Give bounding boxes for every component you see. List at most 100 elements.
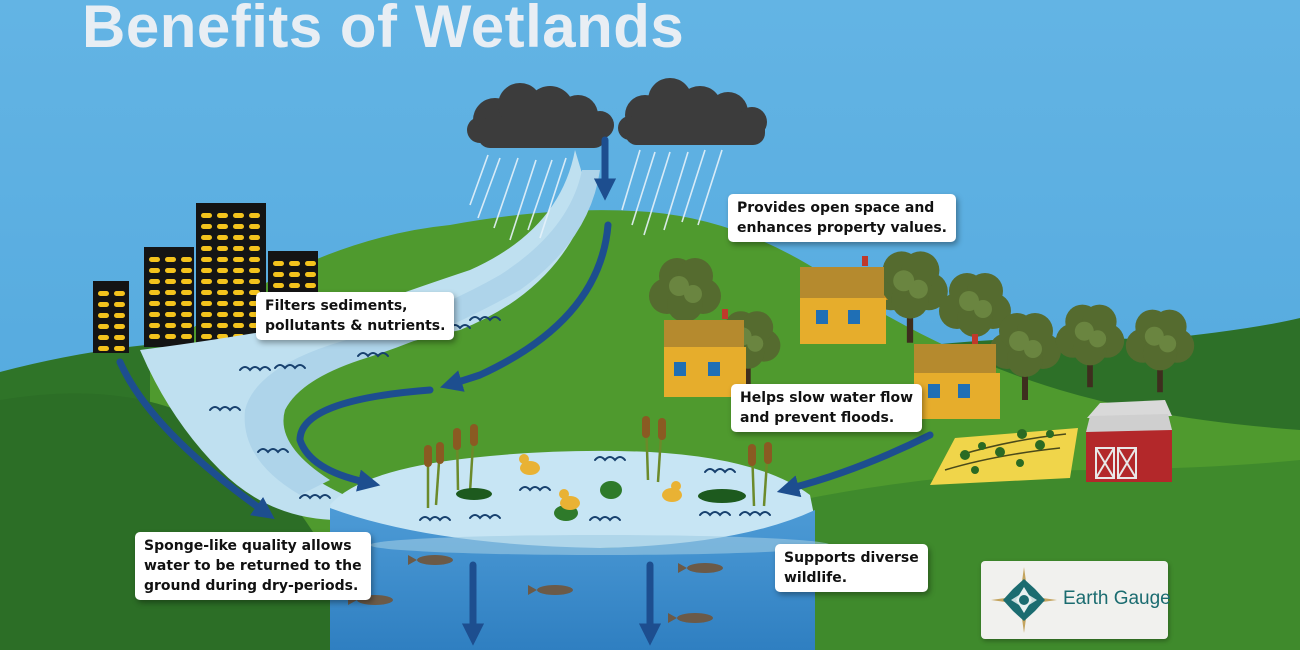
window [233, 224, 244, 229]
trees [649, 251, 1195, 400]
cloud [467, 83, 614, 148]
window [217, 290, 228, 295]
ripple [274, 364, 306, 370]
window [249, 235, 260, 240]
callout-filters: Filters sediments, pollutants & nutrient… [256, 292, 455, 340]
window [98, 302, 109, 307]
cloud [618, 78, 767, 145]
window [181, 279, 192, 284]
window [249, 224, 260, 229]
window [233, 257, 244, 262]
ripple [209, 406, 241, 412]
window [233, 213, 244, 218]
ripple [594, 456, 626, 462]
window [249, 213, 260, 218]
window [249, 257, 260, 262]
fish-shape [678, 563, 723, 573]
window [201, 235, 212, 240]
window [217, 257, 228, 262]
window [181, 257, 192, 262]
window [305, 283, 316, 288]
ripple [299, 494, 331, 500]
window [217, 235, 228, 240]
hill-foreground-right [800, 460, 1300, 650]
tree [1055, 304, 1125, 388]
house [800, 256, 888, 344]
window [289, 261, 300, 266]
window [273, 283, 284, 288]
arrow-river-to-wetland [296, 386, 434, 492]
pond-bank [370, 535, 830, 555]
crop-field [930, 428, 1078, 485]
ducks [519, 454, 682, 510]
earth-gauge-logo: Earth Gauge [981, 561, 1171, 639]
ripple [739, 511, 771, 517]
duck [519, 454, 540, 475]
rain-clouds [467, 78, 767, 241]
window [114, 291, 125, 296]
window [149, 312, 160, 317]
callout-wildlife: Supports diverse wildlife. [775, 544, 928, 592]
water-ripples [209, 316, 771, 522]
house [664, 309, 746, 397]
window [149, 257, 160, 262]
window [149, 290, 160, 295]
ripple [257, 448, 289, 454]
window [233, 246, 244, 251]
arrow-farm-runoff [776, 431, 934, 498]
tree [872, 251, 948, 343]
window [201, 290, 212, 295]
fish-shape [668, 613, 713, 623]
ripple [239, 366, 271, 372]
window [289, 283, 300, 288]
window [217, 224, 228, 229]
logo-text: Earth Gauge [1063, 588, 1171, 609]
tree [989, 313, 1061, 400]
tree [649, 258, 721, 345]
window [217, 312, 228, 317]
fish-shape [528, 585, 573, 595]
barn [1086, 400, 1172, 482]
ripple [469, 316, 501, 322]
window [98, 335, 109, 340]
duck [559, 489, 580, 510]
window [165, 312, 176, 317]
window [273, 272, 284, 277]
window [233, 290, 244, 295]
page-title: Benefits of Wetlands [82, 0, 685, 60]
window [149, 301, 160, 306]
window [233, 235, 244, 240]
callout-open-space: Provides open space and enhances propert… [728, 194, 956, 242]
window [181, 312, 192, 317]
window [233, 312, 244, 317]
window [165, 279, 176, 284]
building [144, 247, 194, 347]
tree [939, 273, 1011, 360]
window [165, 301, 176, 306]
fish [348, 555, 723, 623]
ripple [357, 352, 389, 358]
window [149, 279, 160, 284]
window [149, 334, 160, 339]
window [98, 324, 109, 329]
window [217, 268, 228, 273]
window [201, 301, 212, 306]
window [217, 279, 228, 284]
window [181, 334, 192, 339]
duck [662, 481, 682, 502]
window [181, 268, 192, 273]
window [114, 302, 125, 307]
callout-slow-flow: Helps slow water flow and prevent floods… [731, 384, 923, 432]
window [217, 213, 228, 218]
window [305, 272, 316, 277]
window [233, 301, 244, 306]
flow-arrows [116, 136, 934, 646]
window [165, 290, 176, 295]
window [289, 272, 300, 277]
window [249, 246, 260, 251]
window [233, 323, 244, 328]
ripple [589, 516, 621, 522]
window [201, 213, 212, 218]
arrow-hill-flow [439, 221, 612, 392]
